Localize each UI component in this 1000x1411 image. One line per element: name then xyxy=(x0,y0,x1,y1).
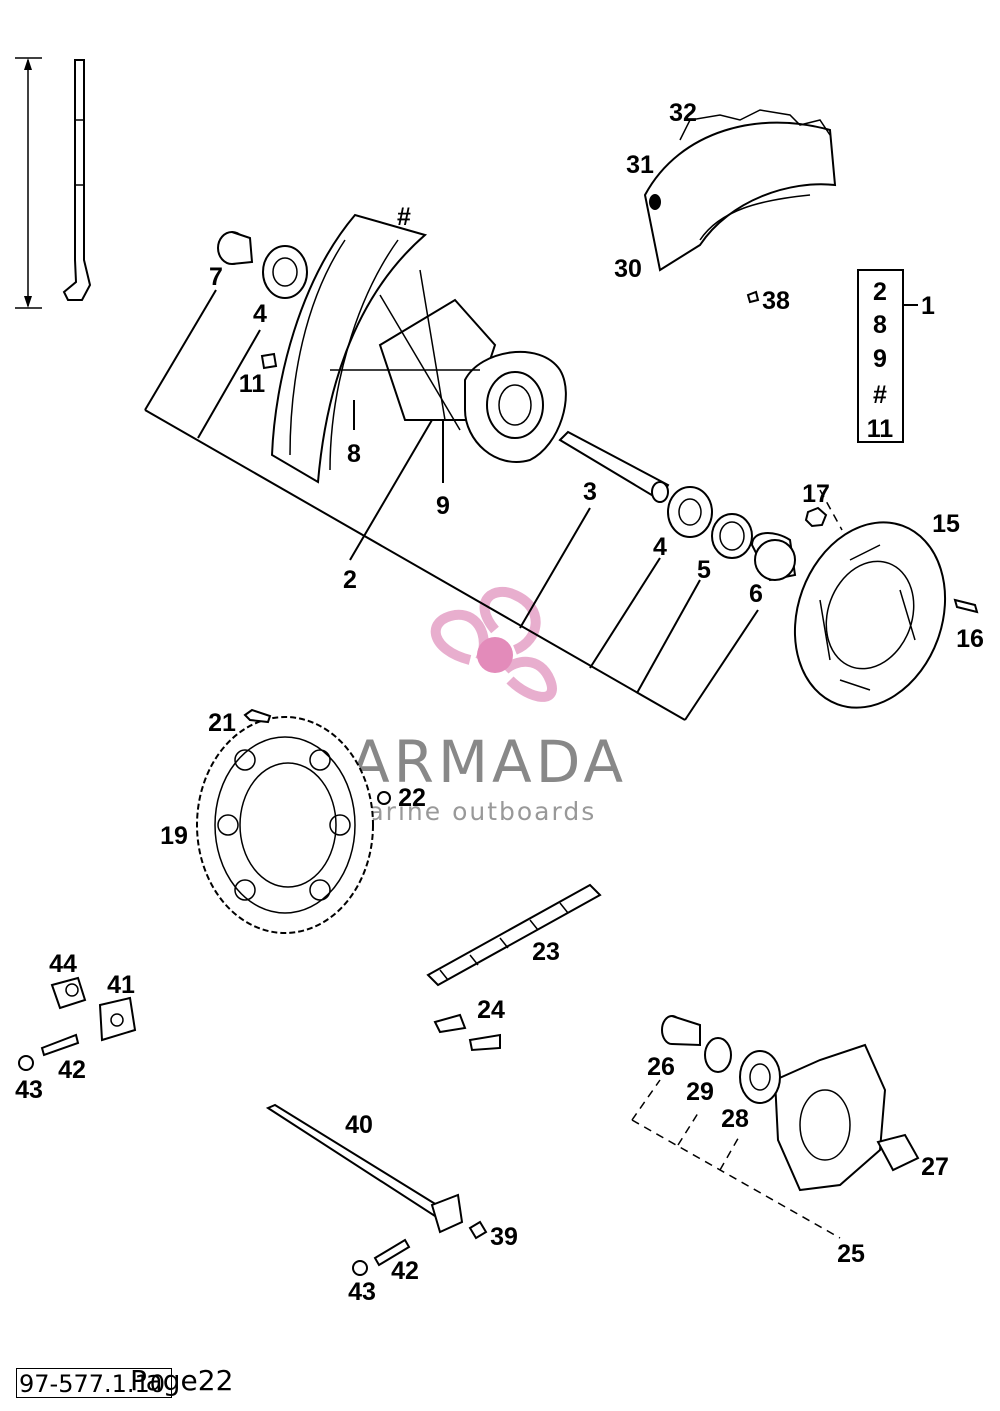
callout-42: 42 xyxy=(391,1257,419,1285)
hub-drawing xyxy=(330,269,567,463)
callout-3: 3 xyxy=(583,478,597,506)
screw-21 xyxy=(243,708,272,724)
callout-43: 43 xyxy=(348,1278,376,1306)
bearing-4-right xyxy=(667,486,713,538)
nut-43-upper xyxy=(18,1055,34,1071)
nipple-11 xyxy=(260,352,278,370)
sprocket-19 xyxy=(196,716,374,934)
legend-parent-label: 1 xyxy=(921,292,935,320)
callout-5: 5 xyxy=(697,556,711,584)
seal-ring-5 xyxy=(711,513,753,559)
callout-39: 39 xyxy=(490,1223,518,1251)
assembly-legend-box: 2 8 9 # 11 1 xyxy=(857,269,935,443)
callout-31: 31 xyxy=(626,151,654,179)
callout-30: 30 xyxy=(614,255,642,283)
callout-7: 7 xyxy=(209,263,223,291)
callout-hash: # xyxy=(397,203,411,231)
callout-6: 6 xyxy=(749,580,763,608)
bearing-4-left xyxy=(262,245,308,299)
nut-44 xyxy=(50,976,87,1010)
callout-29: 29 xyxy=(686,1078,714,1106)
propeller-logo-icon xyxy=(430,586,557,702)
watermark-title: ARMADA xyxy=(350,728,627,796)
callout-4: 4 xyxy=(253,300,267,328)
callout-25: 25 xyxy=(837,1240,865,1268)
brake-disc-15 xyxy=(793,521,947,709)
callout-15: 15 xyxy=(932,510,960,538)
callout-43: 43 xyxy=(15,1076,43,1104)
legend-item: 11 xyxy=(867,415,894,443)
seal-ring-29 xyxy=(704,1037,732,1073)
wheel-rim-drawing xyxy=(270,213,428,484)
sprocket-carrier-25 xyxy=(773,1043,887,1192)
callout-32: 32 xyxy=(669,99,697,127)
nut-17 xyxy=(804,506,828,528)
nut-22 xyxy=(377,791,391,805)
nut-43-lower xyxy=(352,1260,368,1276)
callout-23: 23 xyxy=(532,938,560,966)
callout-22: 22 xyxy=(398,784,426,812)
rim-tape-38 xyxy=(746,290,760,304)
bushing-7 xyxy=(217,231,254,265)
drawing-code: 97-577.1.10 xyxy=(16,1368,172,1398)
callout-44: 44 xyxy=(49,950,77,978)
callout-38: 38 xyxy=(762,287,790,315)
screw-42-lower xyxy=(373,1238,411,1267)
callout-4: 4 xyxy=(653,533,667,561)
axle-nut-39 xyxy=(468,1220,488,1240)
damper-27 xyxy=(876,1133,920,1172)
callout-26: 26 xyxy=(647,1053,675,1081)
screw-16 xyxy=(953,598,979,614)
callout-40: 40 xyxy=(345,1111,373,1139)
bushing-26 xyxy=(661,1015,701,1047)
chain-adjuster-41 xyxy=(98,996,137,1042)
axle-40 xyxy=(265,1103,464,1234)
armada-watermark: ARMADA marine outboards xyxy=(342,586,627,826)
spacer-3 xyxy=(558,430,670,503)
callout-2: 2 xyxy=(343,566,357,594)
callout-24: 24 xyxy=(477,996,505,1024)
legend-item: 9 xyxy=(873,345,887,373)
callout-17: 17 xyxy=(802,480,830,508)
chain-23 xyxy=(426,883,602,987)
callout-21: 21 xyxy=(208,709,236,737)
distance-bushing-6 xyxy=(750,532,797,582)
callout-41: 41 xyxy=(107,971,135,999)
callout-42: 42 xyxy=(58,1056,86,1084)
callout-16: 16 xyxy=(956,625,984,653)
chain-link-24 xyxy=(433,1013,501,1052)
spoke-measure-drawing xyxy=(15,57,92,309)
callout-11: 11 xyxy=(239,370,266,398)
bearing-28 xyxy=(739,1050,781,1104)
page-number: Page22 xyxy=(130,1364,234,1397)
callout-labels: 1 2 3 4 4 5 6 7 8 9 11 # 15 16 17 19 21 … xyxy=(15,99,984,1306)
tire-drawing xyxy=(643,109,837,272)
legend-item: # xyxy=(873,381,887,409)
legend-item: 8 xyxy=(873,311,887,339)
callout-9: 9 xyxy=(436,492,450,520)
callout-27: 27 xyxy=(921,1153,949,1181)
callout-28: 28 xyxy=(721,1105,749,1133)
callout-8: 8 xyxy=(347,440,361,468)
screw-42-upper xyxy=(40,1033,80,1057)
leader-lines xyxy=(144,289,843,1239)
legend-item: 2 xyxy=(873,278,887,306)
callout-19: 19 xyxy=(160,822,188,850)
